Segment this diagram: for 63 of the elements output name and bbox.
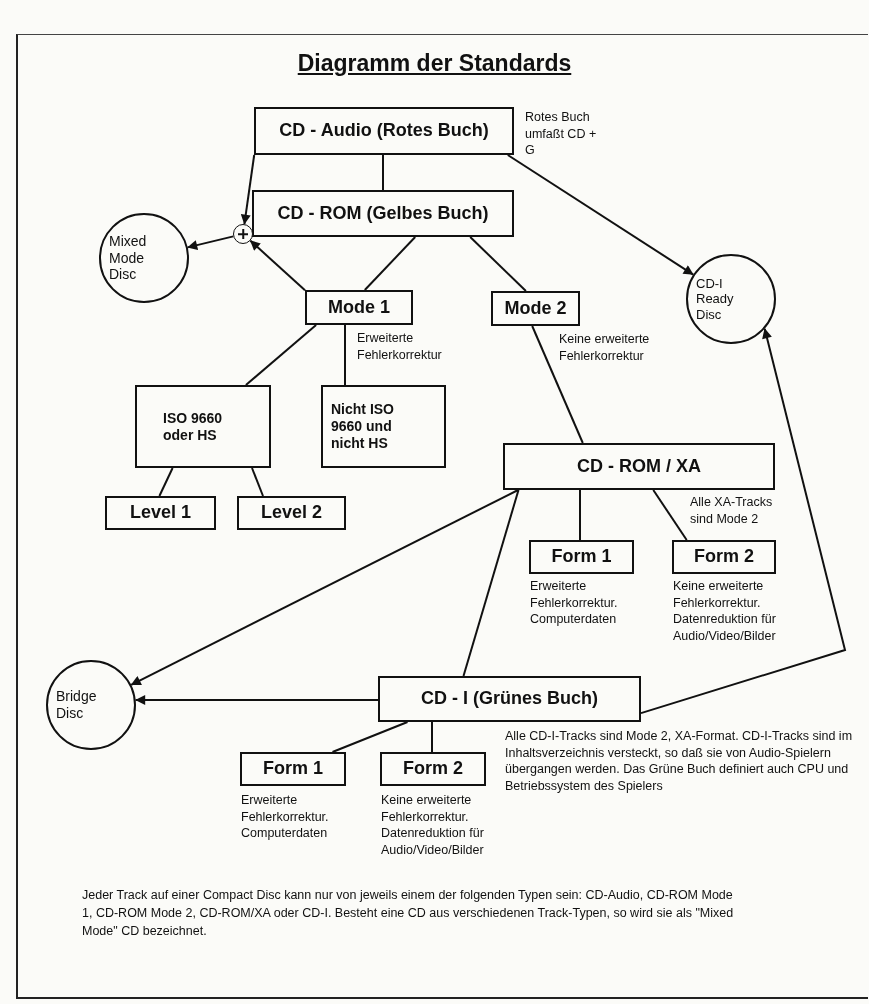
- connector-line: [531, 325, 584, 444]
- format-box: [529, 540, 634, 574]
- format-label: Mode 2: [504, 297, 567, 320]
- format-label: Nicht ISO 9660 und nicht HS: [331, 401, 395, 452]
- format-box: [491, 291, 580, 326]
- arrow: [249, 239, 306, 292]
- format-label: Level 2: [260, 502, 322, 524]
- note-text: Rotes Buch umfaßt CD + G: [525, 109, 598, 159]
- disc-label: Bridge Disc: [56, 688, 98, 722]
- format-label: Form 1: [263, 758, 323, 780]
- note-text: Erweiterte Fehlerkorrektur. Computerdaten: [530, 578, 619, 628]
- note-text: Keine erweiterte Fehlerkorrektur. Datenreduktion für Audio/Video/Bilder: [673, 578, 777, 644]
- arrow: [640, 327, 847, 715]
- connector-line: [251, 467, 264, 497]
- connector-line: [244, 324, 318, 386]
- connector-line: [158, 467, 174, 497]
- connector-line: [363, 236, 417, 291]
- note-text: Alle XA-Tracks sind Mode 2: [690, 494, 774, 527]
- format-label: CD - ROM (Gelbes Buch): [277, 202, 489, 225]
- connector-line: [652, 489, 688, 541]
- format-label: Level 1: [129, 502, 191, 524]
- format-box: [503, 443, 775, 490]
- format-label: CD - ROM / XA: [577, 455, 701, 478]
- arrow: [130, 489, 520, 686]
- format-box: [237, 496, 346, 530]
- connector-line: [344, 324, 346, 386]
- format-label: CD - I (Grünes Buch): [421, 688, 598, 710]
- arrow: [134, 695, 379, 705]
- format-box: [305, 290, 413, 325]
- footnote-text: Jeder Track auf einer Compact Disc kann nur von jeweils einem der folgenden Typen sein: CD-Audio, CD-ROM Mode 1, CD-ROM Mode 2, CD-ROM/XA oder CD-I. Besteht eine CD aus verschiedenen Track-Typen, so wird sie als "Mixed Mode" CD bezeichnet.: [82, 887, 735, 941]
- arrow: [506, 154, 695, 276]
- connector-line: [431, 721, 433, 753]
- connector-line: [331, 721, 409, 753]
- arrow: [240, 154, 256, 226]
- format-box: [105, 496, 216, 530]
- format-box: [135, 385, 271, 468]
- format-box: [321, 385, 446, 468]
- format-label: Form 2: [403, 758, 463, 780]
- arrow: [186, 235, 235, 251]
- connector-line: [469, 236, 527, 292]
- disc-label: CD-I Ready Disc: [696, 275, 735, 323]
- format-box: [672, 540, 776, 574]
- format-label: Form 2: [694, 546, 754, 568]
- format-label: Mode 1: [328, 296, 390, 319]
- plus-circle: [233, 224, 253, 244]
- connector-line: [462, 489, 520, 677]
- connector-line: [579, 489, 581, 541]
- connector-line: [382, 154, 384, 191]
- disc-label: Mixed Mode Disc: [109, 232, 148, 284]
- format-box: [240, 752, 346, 786]
- format-box: [380, 752, 486, 786]
- note-text: Keine erweiterte Fehlerkorrektur. Datenreduktion für Audio/Video/Bilder: [381, 792, 485, 858]
- note-text: Keine erweiterte Fehlerkorrektur: [559, 331, 651, 364]
- note-text: Erweiterte Fehlerkorrektur: [357, 330, 443, 363]
- format-box: [252, 190, 514, 237]
- format-label: ISO 9660 oder HS: [163, 409, 224, 444]
- note-text: Erweiterte Fehlerkorrektur. Computerdaten: [241, 792, 330, 842]
- format-box: [378, 676, 641, 722]
- format-label: Form 1: [551, 546, 612, 568]
- format-label: CD - Audio (Rotes Buch): [279, 120, 489, 142]
- diagram-title: Diagramm der Standards: [296, 50, 573, 77]
- format-box: [254, 107, 514, 155]
- note-text: Alle CD-I-Tracks sind Mode 2, XA-Format. CD-I-Tracks sind im Inhaltsverzeichnis versteckt, so daß sie von Audio-Spielern übergangen werden. Das Grüne Buch definiert auch CPU und Betriebssystem des Spielers: [505, 728, 854, 794]
